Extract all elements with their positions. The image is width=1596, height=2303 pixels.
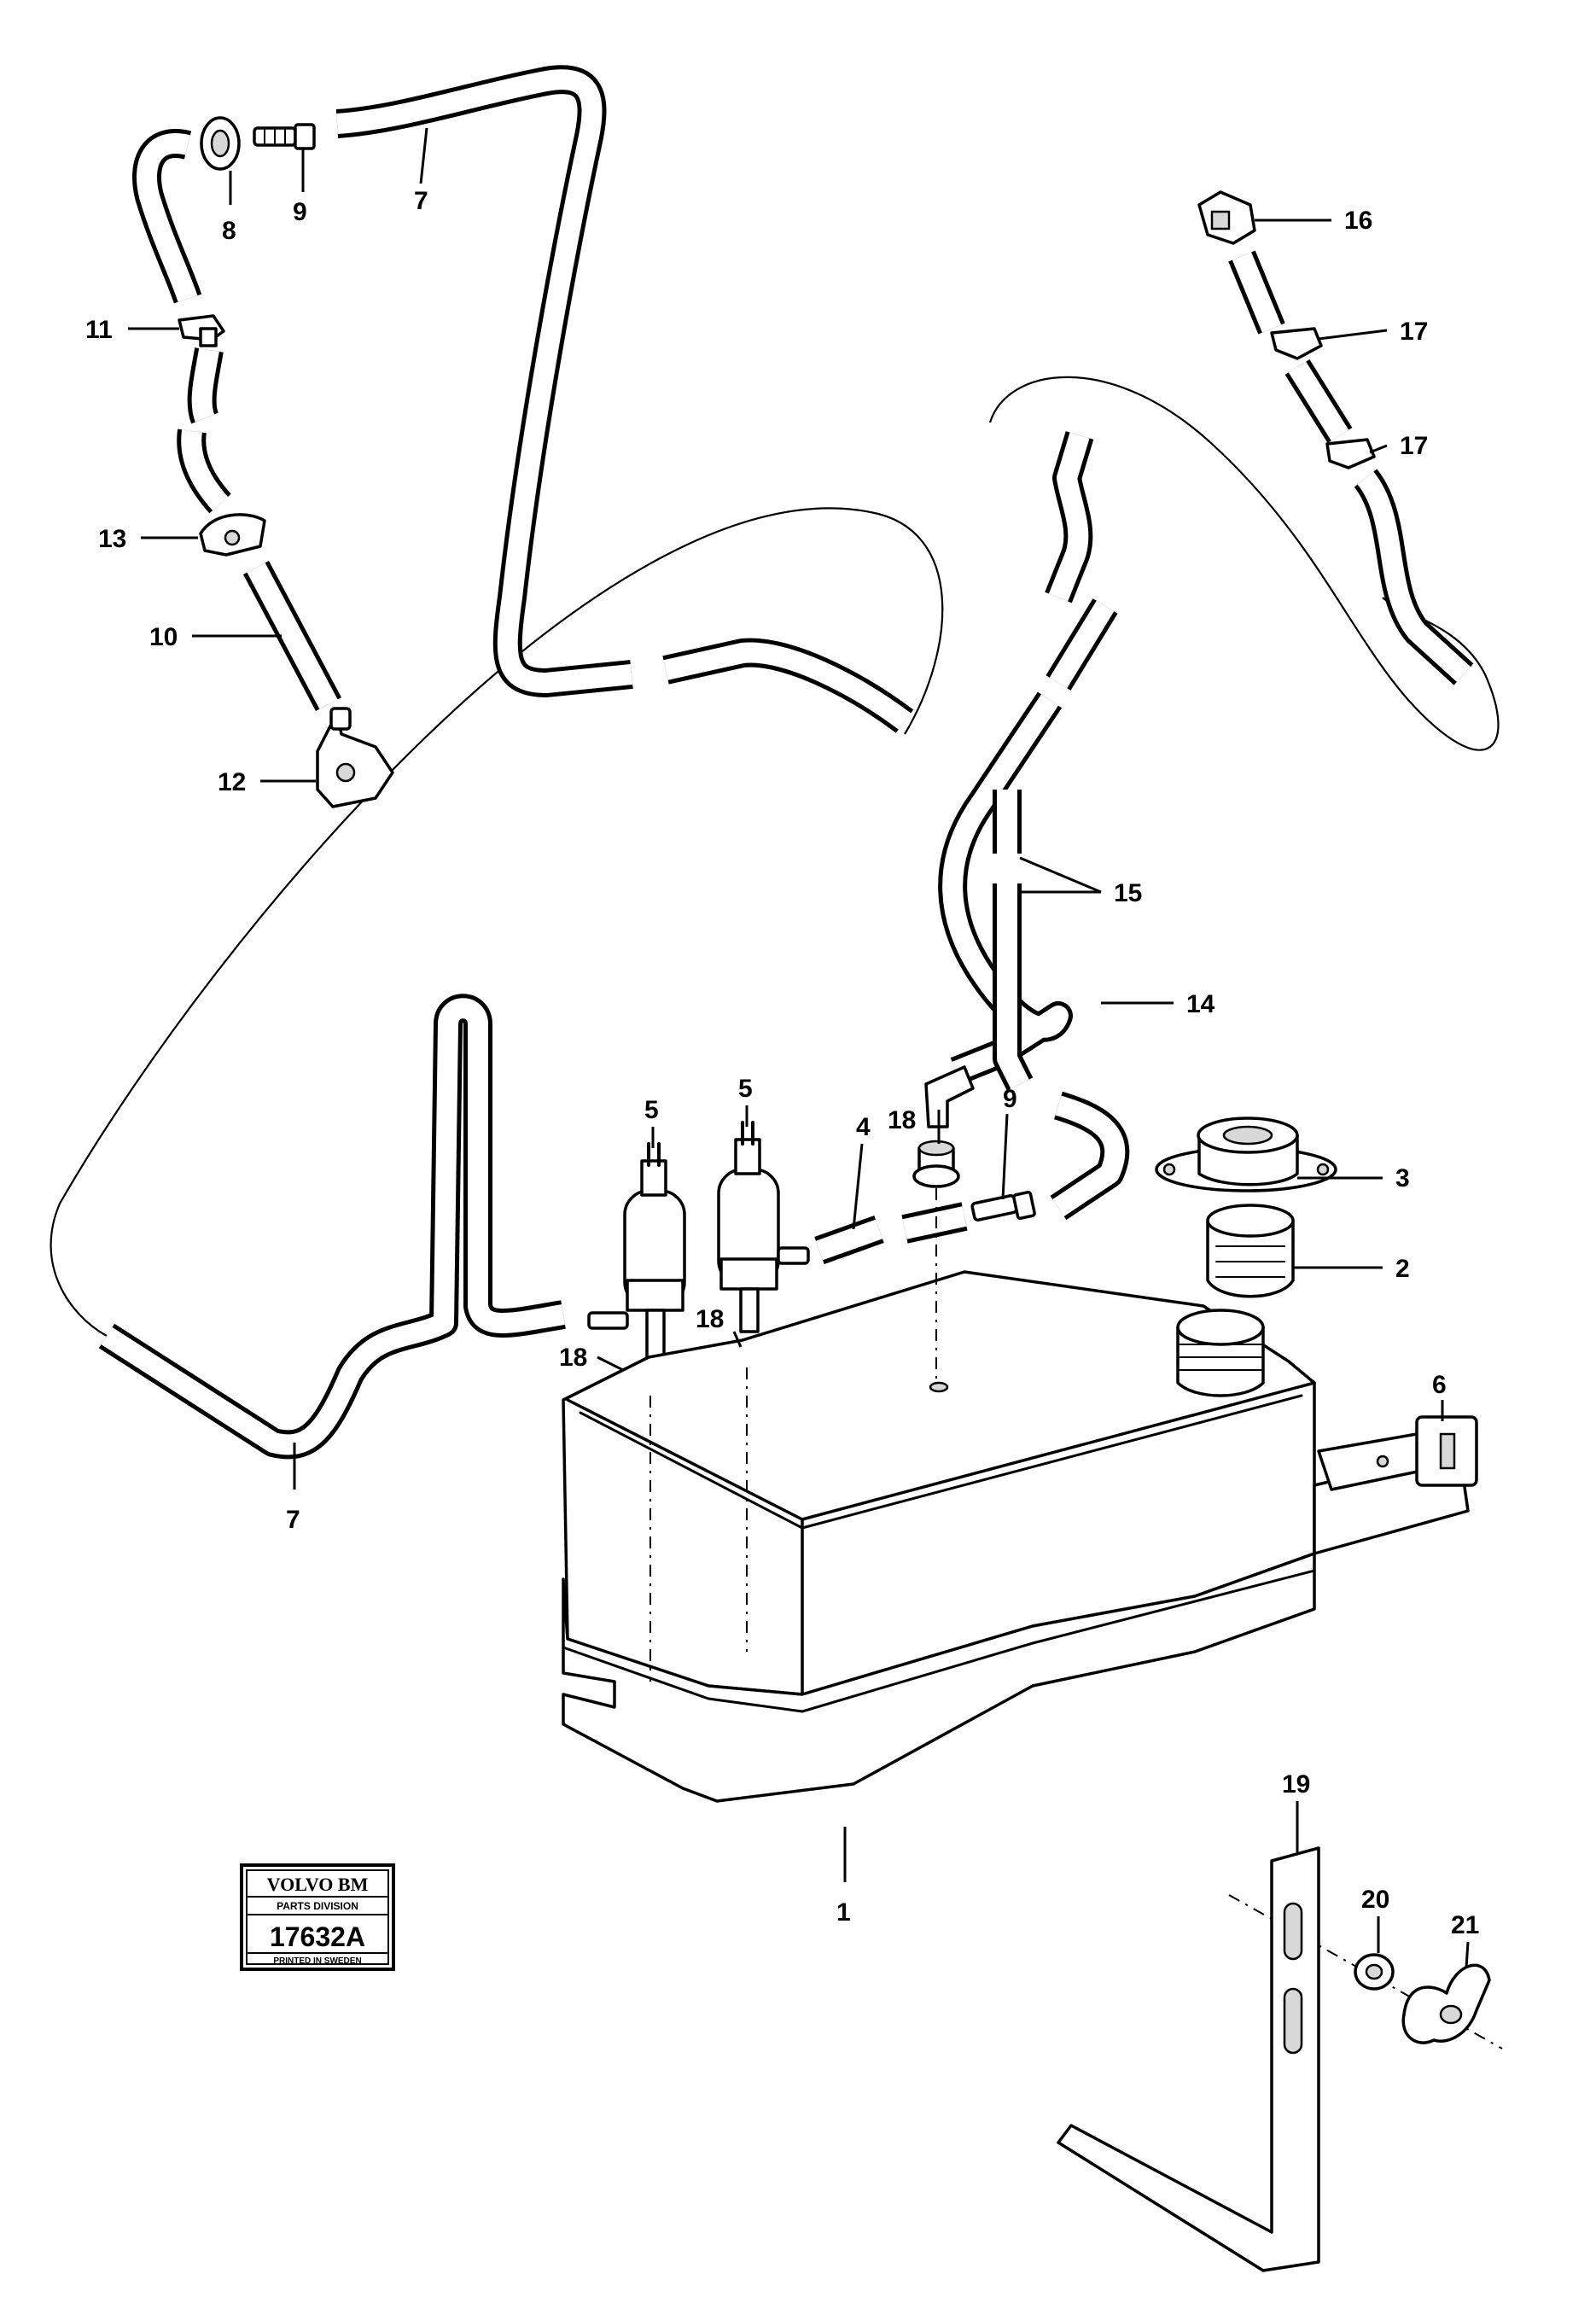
grommet-18-right [912, 1140, 960, 1188]
callout-3: 3 [1395, 1164, 1410, 1192]
callout-17-upper: 17 [1400, 318, 1428, 346]
hose-7-lower [98, 994, 566, 1460]
callout-7-lower: 7 [286, 1506, 300, 1534]
callout-9-upper: 9 [293, 198, 307, 226]
routing-outline-curves [50, 376, 1500, 1337]
callout-18-left: 18 [559, 1344, 587, 1372]
callout-14: 14 [1186, 990, 1215, 1018]
callout-21: 21 [1451, 1911, 1479, 1939]
callout-17-lower: 17 [1400, 432, 1428, 460]
callout-8: 8 [222, 217, 236, 245]
hose-7-upper [335, 65, 914, 733]
connector-9-lower [970, 1191, 1036, 1221]
callout-6: 6 [1432, 1371, 1447, 1399]
callout-12: 12 [218, 768, 246, 796]
stamp-printed: PRINTED IN SWEDEN [273, 1956, 361, 1966]
callout-10: 10 [149, 623, 178, 651]
callout-labels: 8 9 7 11 13 10 12 16 17 17 15 14 3 2 6 5… [85, 187, 1479, 1939]
connector-9-upper [253, 123, 316, 150]
callout-13: 13 [98, 525, 126, 553]
pump-5-left [587, 1142, 686, 1359]
callout-20: 20 [1361, 1886, 1389, 1914]
callout-4: 4 [856, 1113, 871, 1141]
bracket-19 [1057, 1846, 1320, 2272]
hose-15 [993, 790, 1034, 1091]
stamp-number: 17632A [270, 1921, 365, 1952]
callout-19: 19 [1282, 1770, 1310, 1799]
callout-7-upper: 7 [414, 187, 428, 215]
hose-14 [938, 431, 1118, 1085]
washer-20 [1354, 1953, 1395, 1991]
callout-1: 1 [836, 1898, 851, 1927]
callout-18-middle: 18 [696, 1305, 724, 1333]
callout-5-left: 5 [644, 1096, 659, 1124]
hose-connector-right [1050, 1091, 1130, 1221]
strap-6 [1313, 1415, 1478, 1555]
clip-13 [199, 513, 266, 557]
callout-2: 2 [1395, 1255, 1410, 1283]
elbow-fitting [924, 1065, 975, 1128]
hose-4 [814, 1202, 968, 1265]
strainer-2 [1206, 1204, 1295, 1298]
callout-16: 16 [1344, 207, 1372, 235]
filler-cap-3 [1155, 1117, 1337, 1192]
callout-5-right: 5 [738, 1075, 753, 1103]
clip-17-lower [1325, 438, 1376, 469]
nozzle-8 [200, 116, 241, 171]
pump-5-right [717, 1121, 810, 1333]
callout-11: 11 [85, 316, 113, 344]
leader-lines [128, 127, 1470, 1968]
wing-nut-21 [1401, 1963, 1491, 2044]
hose-left-nozzle [132, 129, 342, 711]
clip-17-upper [1270, 327, 1323, 360]
washer-tank-1 [562, 1270, 1316, 1803]
callout-9-lower: 9 [1003, 1085, 1017, 1113]
clip-11 [178, 314, 225, 347]
callout-18-right: 18 [888, 1106, 916, 1134]
nozzle-12 [316, 707, 394, 808]
stamp-brand: VOLVO BM [267, 1874, 369, 1895]
stamp-division: PARTS DIVISION [277, 1900, 358, 1912]
volvo-bm-parts-stamp: VOLVO BM PARTS DIVISION 17632A PRINTED I… [240, 1863, 395, 1971]
nozzle-16 [1197, 190, 1256, 245]
hose-right-nozzle [1228, 250, 1474, 685]
callout-15: 15 [1114, 879, 1142, 907]
